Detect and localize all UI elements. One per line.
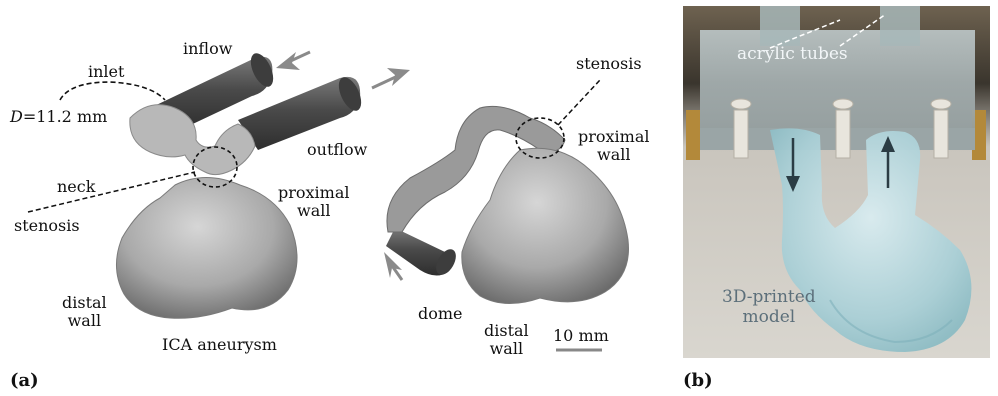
label-proximal-right-line1: proximal [578, 128, 650, 146]
label-printed-model: 3D-printed model [722, 287, 816, 327]
label-dome: dome [418, 305, 463, 323]
right-flow-arrow [384, 252, 402, 280]
diameter-value: =11.2 mm [23, 107, 107, 126]
outflow-arrow [372, 68, 410, 88]
label-inflow: inflow [183, 40, 232, 58]
label-distal-wall-left: distal wall [62, 294, 107, 330]
aneurysm-sac [116, 178, 297, 319]
stenosis-leader-right [558, 80, 600, 125]
panel-b-tag: (b) [683, 370, 713, 391]
label-scale-bar: 10 mm [553, 327, 609, 345]
label-model-line1: 3D-printed [722, 287, 816, 307]
inflow-arrow [276, 52, 310, 70]
label-stenosis-right: stenosis [576, 55, 642, 73]
inlet-arc [60, 82, 165, 100]
label-proximal-wall-left: proximal wall [278, 184, 350, 220]
label-distal-wall-right: distal wall [484, 322, 529, 358]
label-distal-left-line1: distal [62, 294, 107, 312]
label-proximal-wall-right: proximal wall [578, 128, 650, 164]
diameter-symbol: D [10, 107, 23, 126]
label-distal-right-line1: distal [484, 322, 529, 340]
label-acrylic-tubes: acrylic tubes [737, 44, 848, 64]
label-ica-aneurysm: ICA aneurysm [162, 336, 277, 354]
label-outflow: outflow [307, 141, 367, 159]
label-diameter: D=11.2 mm [10, 108, 107, 126]
label-distal-left-line2: wall [62, 312, 107, 330]
label-stenosis-left: stenosis [14, 217, 80, 235]
label-proximal-right-line2: wall [578, 146, 650, 164]
panel-a-tag: (a) [10, 370, 39, 391]
label-proximal-left-line1: proximal [278, 184, 350, 202]
label-model-line2: model [722, 307, 816, 327]
label-distal-right-line2: wall [484, 340, 529, 358]
label-proximal-left-line2: wall [278, 202, 350, 220]
label-inlet: inlet [88, 63, 124, 81]
label-neck: neck [57, 178, 95, 196]
right-aneurysm-sac [462, 148, 629, 303]
